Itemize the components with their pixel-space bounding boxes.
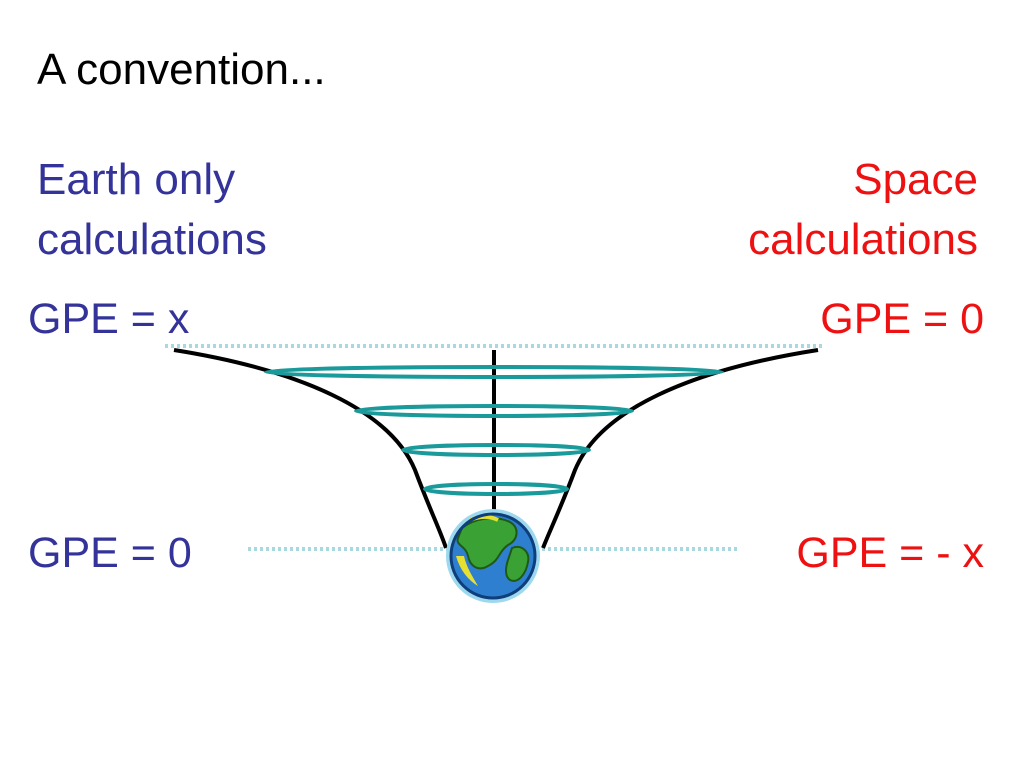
space-heading: Space calculations	[748, 150, 978, 270]
earth-gpe-bottom-label: GPE = 0	[28, 529, 192, 577]
slide-title: A convention...	[37, 45, 326, 94]
earth-only-heading-line2: calculations	[37, 214, 267, 264]
space-heading-line2: calculations	[748, 214, 978, 264]
well-ring-3	[401, 443, 591, 457]
space-gpe-bottom-label: GPE = - x	[796, 529, 984, 577]
well-ring-2	[354, 404, 634, 418]
earth-only-heading: Earth only calculations	[37, 150, 267, 270]
space-heading-line1: Space	[853, 155, 978, 204]
earth-only-heading-line1: Earth only	[37, 155, 236, 204]
earth-gpe-top-label: GPE = x	[28, 295, 190, 343]
well-ring-1	[264, 365, 724, 379]
well-right-side	[541, 348, 819, 549]
well-ring-4	[423, 482, 569, 496]
well-rings	[264, 365, 724, 496]
space-gpe-top-label: GPE = 0	[820, 295, 984, 343]
well-left-side	[173, 348, 448, 549]
earth-globe-icon	[446, 509, 540, 603]
